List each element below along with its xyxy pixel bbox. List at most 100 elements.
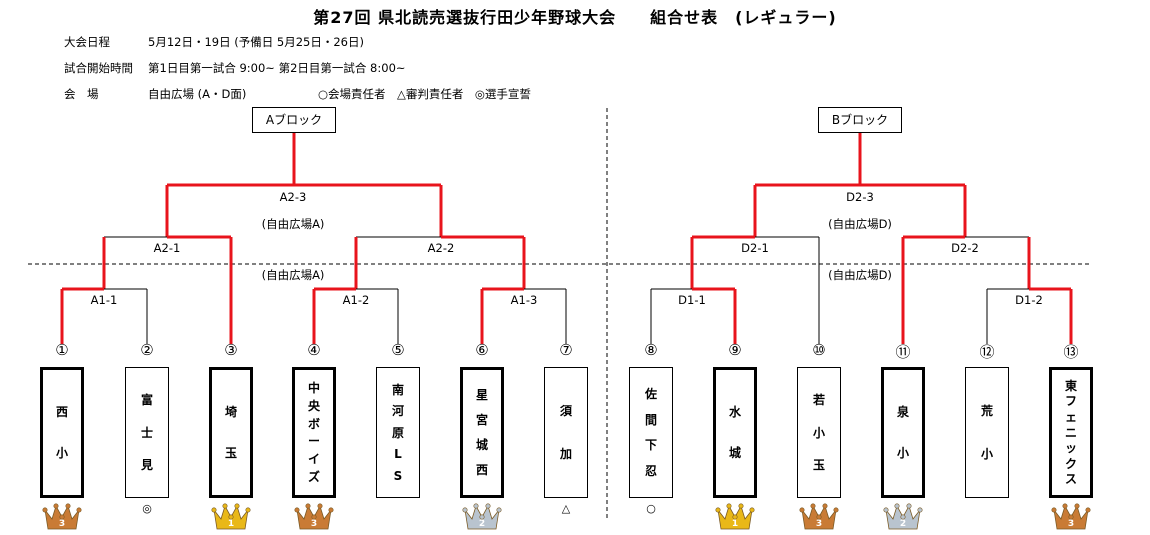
team-name-char: 城 — [728, 446, 741, 461]
team-4-number: ④ — [307, 341, 321, 359]
team-3-number: ③ — [224, 341, 238, 359]
team-name-char: 玉 — [812, 457, 825, 472]
team-name-char: 小 — [980, 447, 993, 461]
team-2-box: 富士見 — [125, 367, 169, 498]
team-12-number: ⑫ — [979, 343, 995, 361]
medal-2-icon: 2 — [462, 503, 502, 530]
venue-label: 会 場 — [64, 87, 99, 101]
block-a-box: Aブロック — [252, 107, 336, 133]
team-7-number: ⑦ — [559, 341, 573, 359]
medal-1-icon: 1 — [715, 503, 755, 530]
team-name-char: 荒 — [980, 404, 993, 418]
start-time-value: 第1日目第一試合 9:00~ 第2日目第一試合 8:00~ — [148, 61, 406, 75]
team-1-box: 西小 — [40, 367, 84, 498]
team-name-char: 河 — [391, 404, 404, 418]
start-time-label: 試合開始時間 — [64, 61, 133, 75]
team-name-char: ボ — [307, 416, 320, 431]
svg-text:3: 3 — [311, 519, 317, 529]
svg-text:3: 3 — [59, 519, 65, 529]
team-name-char: ッ — [1064, 441, 1077, 456]
team-name-char: ズ — [307, 470, 320, 485]
team-10-box: 若小玉 — [797, 367, 841, 498]
match-a2-2-label: A2-2 — [427, 241, 455, 255]
team-name-char: 須 — [559, 404, 572, 418]
svg-text:1: 1 — [732, 519, 738, 529]
match-a1-2-label: A1-2 — [342, 293, 370, 307]
team-name-char: 埼 — [224, 404, 237, 419]
team-name-char: 見 — [140, 457, 153, 472]
svg-text:1: 1 — [228, 519, 234, 529]
match-a2-3-label: A2-3 — [279, 190, 307, 204]
team-11-number: ⑪ — [895, 343, 911, 361]
team-name-char: 玉 — [224, 446, 237, 461]
medal-3-icon: 3 — [799, 503, 839, 530]
team-name-char: 原 — [391, 425, 404, 440]
team-6-box: 星宮城西 — [460, 367, 504, 498]
team-name-char: 下 — [644, 438, 657, 453]
team-name-char: 若 — [812, 393, 825, 408]
page-title: 第27回 県北読売選抜行田少年野球大会 組合せ表 (レギュラー) — [313, 8, 837, 27]
match-a2-1-label: A2-1 — [153, 241, 181, 255]
match-d1-2-label: D1-2 — [1015, 293, 1043, 307]
team-name-char: イ — [307, 452, 320, 467]
team-8-number: ⑧ — [644, 341, 658, 359]
match-d2-3-label: D2-3 — [846, 190, 874, 204]
svg-text:3: 3 — [1068, 519, 1074, 529]
team-name-char: 城 — [475, 438, 488, 452]
svg-text:2: 2 — [900, 519, 906, 529]
team-name-char: 忍 — [644, 464, 657, 479]
team-13-number: ⑬ — [1063, 343, 1079, 361]
venue-value: 自由広場 (A・D面) — [148, 87, 247, 101]
team-12-box: 荒小 — [965, 367, 1009, 498]
schedule-value: 5月12日・19日 (予備日 5月25日・26日) — [148, 35, 364, 49]
match-d1-1-label: D1-1 — [678, 293, 706, 307]
team-name-char: 星 — [475, 388, 488, 402]
venue-d-day1: (自由広場D) — [828, 268, 892, 282]
team-2-role-mark: ◎ — [142, 502, 152, 515]
team-name-char: ス — [1064, 472, 1077, 487]
team-name-char: フ — [1064, 394, 1077, 409]
team-3-box: 埼玉 — [209, 367, 253, 498]
svg-text:2: 2 — [479, 519, 485, 529]
team-5-number: ⑤ — [391, 341, 405, 359]
team-6-number: ⑥ — [475, 341, 489, 359]
team-name-char: ニ — [1064, 425, 1077, 440]
team-name-char: ェ — [1064, 409, 1077, 424]
team-4-box: 中央ボーイズ — [292, 367, 336, 498]
venue-a-final: (自由広場A) — [261, 217, 325, 231]
team-name-char: 佐 — [644, 386, 657, 401]
team-name-char: 西 — [55, 404, 68, 419]
team-8-box: 佐間下忍 — [629, 367, 673, 498]
svg-text:3: 3 — [816, 519, 822, 529]
legend-text: ○会場責任者 △審判責任者 ◎選手宣誓 — [318, 87, 531, 101]
team-7-box: 須加 — [544, 367, 588, 498]
team-name-char: 中 — [307, 380, 320, 395]
match-a1-1-label: A1-1 — [90, 293, 118, 307]
medal-1-icon: 1 — [211, 503, 251, 530]
medal-3-icon: 3 — [42, 503, 82, 530]
medal-3-icon: 3 — [1051, 503, 1091, 530]
team-name-char: 西 — [475, 463, 488, 477]
team-13-box: 東フェニックス — [1049, 367, 1093, 498]
team-name-char: 水 — [728, 404, 741, 419]
team-name-char: ー — [307, 434, 320, 449]
team-name-char: 富 — [140, 393, 153, 408]
team-name-char: 東 — [1064, 378, 1077, 393]
team-name-char: 宮 — [475, 413, 488, 427]
team-9-number: ⑨ — [728, 341, 742, 359]
team-8-role-mark: ○ — [646, 502, 656, 515]
team-name-char: 央 — [307, 398, 320, 413]
team-2-number: ② — [140, 341, 154, 359]
team-name-char: ク — [1064, 456, 1077, 471]
team-10-number: ⑩ — [812, 341, 826, 359]
team-name-char: S — [393, 468, 403, 483]
team-name-char: 小 — [812, 425, 825, 440]
team-name-char: 小 — [896, 446, 909, 461]
match-d2-1-label: D2-1 — [741, 241, 769, 255]
team-name-char: 士 — [140, 425, 153, 440]
team-name-char: 加 — [559, 447, 572, 461]
team-name-char: 南 — [391, 382, 404, 397]
